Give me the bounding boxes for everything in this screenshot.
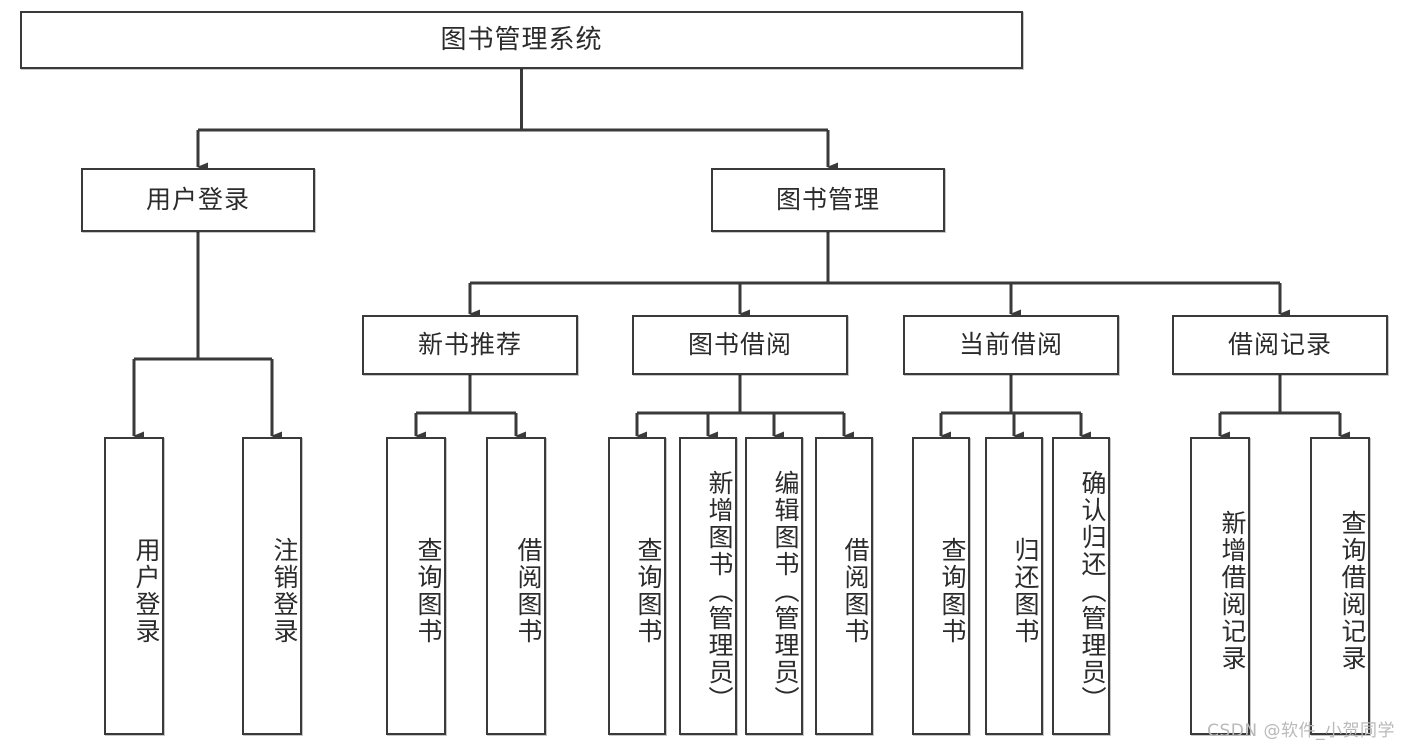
leaf-query-book-1[interactable]: 查询图书 — [386, 437, 446, 735]
leaf-user-login[interactable]: 用户登录 — [104, 437, 164, 735]
leaf-borrow-book-2[interactable]: 借阅图书 — [815, 437, 873, 735]
leaf-logout[interactable]: 注销登录 — [242, 437, 302, 735]
node-user-login[interactable]: 用户登录 — [81, 168, 315, 232]
leaf-return-book[interactable]: 归还图书 — [985, 437, 1043, 735]
node-current-borrow[interactable]: 当前借阅 — [903, 315, 1119, 375]
leaf-confirm-return-admin[interactable]: 确认归还（管理员） — [1052, 437, 1110, 735]
leaf-query-book-3[interactable]: 查询图书 — [912, 437, 970, 735]
leaf-query-book-2[interactable]: 查询图书 — [608, 437, 666, 735]
leaf-add-borrow-record[interactable]: 新增借阅记录 — [1190, 437, 1250, 735]
leaf-query-borrow-record[interactable]: 查询借阅记录 — [1310, 437, 1370, 735]
node-borrow-record[interactable]: 借阅记录 — [1172, 315, 1388, 375]
leaf-borrow-book-1[interactable]: 借阅图书 — [486, 437, 546, 735]
node-book-borrow[interactable]: 图书借阅 — [632, 315, 848, 375]
leaf-add-book-admin[interactable]: 新增图书（管理员） — [679, 437, 737, 735]
leaf-edit-book-admin[interactable]: 编辑图书（管理员） — [745, 437, 803, 735]
node-root[interactable]: 图书管理系统 — [20, 11, 1023, 69]
watermark-text: CSDN @软件_小贺同学 — [1207, 721, 1395, 741]
node-new-book-recommend[interactable]: 新书推荐 — [362, 315, 578, 375]
node-book-manage[interactable]: 图书管理 — [711, 168, 945, 232]
